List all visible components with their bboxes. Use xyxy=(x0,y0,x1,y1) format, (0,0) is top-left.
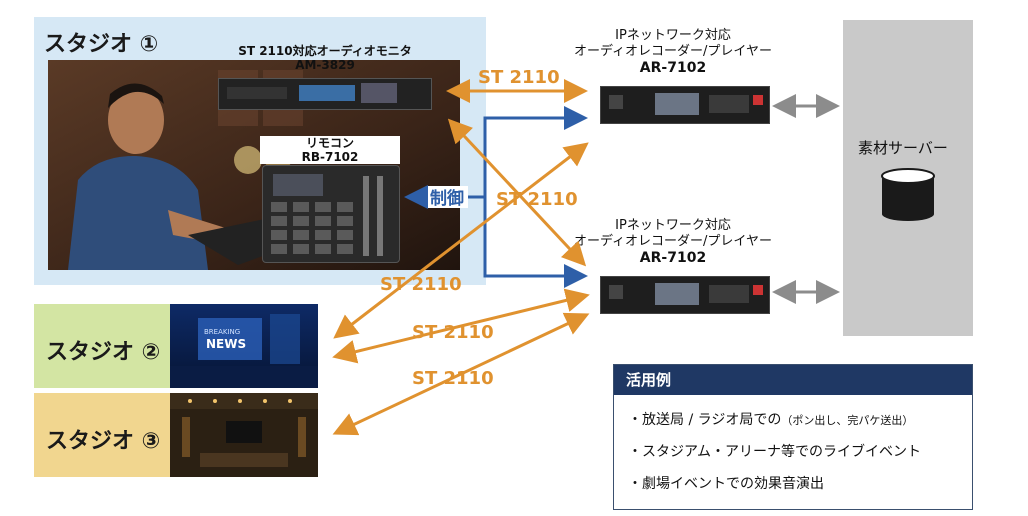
st2110-arrows xyxy=(332,79,590,436)
recorder2-line2: オーディオレコーダー/プレイヤー xyxy=(573,234,773,249)
recorder1-screen xyxy=(655,93,699,115)
server-label: 素材サーバー xyxy=(858,139,948,157)
st2110-label-center: ST 2110 xyxy=(496,189,578,210)
monitor-meter xyxy=(361,83,397,103)
recorder2-buttons xyxy=(709,285,749,303)
recorder1-line2: オーディオレコーダー/プレイヤー xyxy=(573,44,773,59)
server-arrows xyxy=(772,94,840,304)
use-case-item-1: ・放送局 / ラジオ局での（ポン出し、完パケ送出） xyxy=(628,409,913,429)
database-icon xyxy=(881,168,935,221)
recorder2-line1: IPネットワーク対応 xyxy=(615,218,731,233)
news-logo-line2: NEWS xyxy=(206,337,246,351)
st2110-label-top: ST 2110 xyxy=(478,67,560,88)
use-case-item-1-note: （ポン出し、完パケ送出） xyxy=(781,414,914,427)
studio2-photo: BREAKING NEWS xyxy=(170,304,318,388)
audio-monitor-device xyxy=(218,78,432,110)
recorder1-buttons xyxy=(709,95,749,113)
control-label: 制御 xyxy=(430,188,464,209)
monitor-label: ST 2110対応オーディオモニタ AM-3829 xyxy=(225,44,425,72)
use-cases-panel: 活用例 ・放送局 / ラジオ局での（ポン出し、完パケ送出） ・スタジアム・アリー… xyxy=(613,364,973,510)
recorder1-power xyxy=(609,95,623,109)
news-logo-line1: BREAKING xyxy=(204,328,240,336)
monitor-name: ST 2110対応オーディオモニタ xyxy=(238,44,412,58)
monitor-model: AM-3829 xyxy=(295,58,355,72)
monitor-controls xyxy=(227,87,287,99)
remote-screen xyxy=(273,174,323,196)
recorder1-line1: IPネットワーク対応 xyxy=(615,28,731,43)
use-case-item-2-main: ・スタジアム・アリーナ等でのライブイベント xyxy=(628,444,922,460)
studio2-title: スタジオ ② xyxy=(46,340,161,365)
studio1-title: スタジオ ① xyxy=(44,32,159,57)
recorder1-model: AR-7102 xyxy=(639,60,707,76)
recorder2-rec-led xyxy=(753,285,763,295)
use-case-item-3: ・劇場イベントでの効果音演出 xyxy=(628,473,824,493)
st2110-label-mid: ST 2110 xyxy=(412,322,494,343)
use-case-item-3-main: ・劇場イベントでの効果音演出 xyxy=(628,476,824,492)
studio3-photo xyxy=(170,393,318,477)
recorder1-rec-led xyxy=(753,95,763,105)
recorder2-device xyxy=(600,276,770,314)
recorder2-screen xyxy=(655,283,699,305)
use-case-item-1-main: ・放送局 / ラジオ局での xyxy=(628,412,782,428)
control-label-bg xyxy=(428,186,468,208)
recorder2-power xyxy=(609,285,623,299)
st2110-label-bottom: ST 2110 xyxy=(412,368,494,389)
use-case-item-2: ・スタジアム・アリーナ等でのライブイベント xyxy=(628,441,921,461)
use-cases-title: 活用例 xyxy=(614,365,972,395)
recorder1-device xyxy=(600,86,770,124)
recorder1-label: IPネットワーク対応 オーディオレコーダー/プレイヤー AR-7102 xyxy=(563,28,783,76)
monitor-screen xyxy=(299,85,355,101)
recorder2-model: AR-7102 xyxy=(639,250,707,266)
remote-pads xyxy=(271,202,353,254)
recorder2-label: IPネットワーク対応 オーディオレコーダー/プレイヤー AR-7102 xyxy=(563,218,783,266)
studio3-title: スタジオ ③ xyxy=(46,429,161,454)
st2110-label-left: ST 2110 xyxy=(380,274,462,295)
